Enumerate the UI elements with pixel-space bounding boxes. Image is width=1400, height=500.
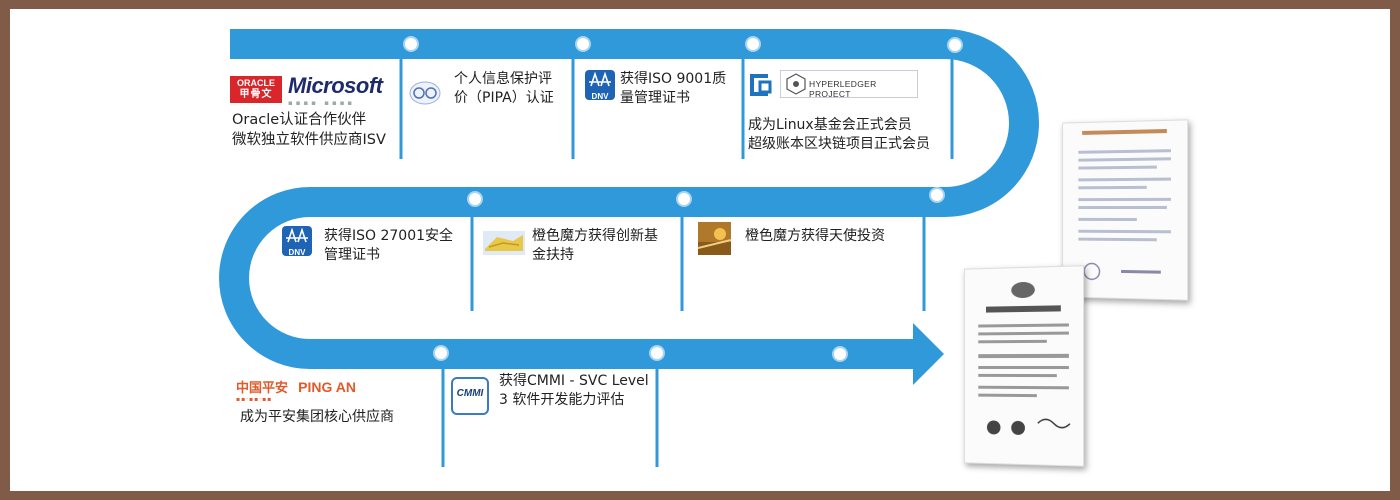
milestone-iso27001-text: 获得ISO 27001安全 管理证书 — [324, 228, 454, 263]
cmmi-logo-text: CMMI — [456, 388, 484, 399]
hyperledger-logo: HYPERLEDGER PROJECT — [780, 70, 918, 98]
microsoft-logo-sub: ▪▪▪▪ ▪▪▪▪ — [288, 99, 356, 107]
pingan-logo: 中国平安 PING AN ▪▪·▪▪·▪▪ — [236, 377, 356, 401]
milestone-linux-hyperledger-text: 成为Linux基金会正式会员 超级账本区块链项目正式会员 — [748, 117, 930, 152]
linux-foundation-logo — [746, 70, 774, 98]
oracle-logo-text: ORACLE — [237, 78, 275, 88]
milestone-pipa-text: 个人信息保护评 价（PIPA）认证 — [454, 71, 554, 106]
timeline-dot — [467, 191, 483, 207]
timeline-dot — [947, 37, 963, 53]
pingan-logo-sub: ▪▪·▪▪·▪▪ — [236, 396, 273, 401]
timeline-dot — [403, 36, 419, 52]
timeline-dot — [575, 36, 591, 52]
timeline-dot — [745, 36, 761, 52]
oracle-logo-cn: 甲骨文 — [239, 89, 273, 100]
pipa-logo — [408, 79, 442, 107]
road-path — [219, 29, 1039, 369]
timeline-dot — [929, 187, 945, 203]
milestone-pingan-text: 成为平安集团核心供应商 — [240, 409, 394, 425]
milestone-oracle-ms-text: Oracle认证合作伙伴 微软独立软件供应商ISV — [232, 112, 386, 148]
dnv-logo-2: DNV — [282, 226, 312, 256]
milestone-innovation-fund-text: 橙色魔方获得创新基 金扶持 — [532, 228, 658, 263]
dnv-logo-text: DNV — [591, 92, 609, 100]
microsoft-logo: Microsoft ▪▪▪▪ ▪▪▪▪ — [288, 73, 394, 109]
timeline-dot — [433, 345, 449, 361]
timeline-frame: ORACLE 甲骨文 Microsoft ▪▪▪▪ ▪▪▪▪ Oracle认证合… — [10, 9, 1390, 491]
microsoft-logo-text: Microsoft — [288, 73, 383, 98]
milestone-cmmi-text: 获得CMMI - SVC Level 3 软件开发能力评估 — [499, 373, 649, 408]
innovation-image — [483, 231, 525, 255]
dnv-logo-2-text: DNV — [288, 248, 306, 256]
pingan-logo-cn: 中国平安 — [236, 380, 289, 395]
angel-image — [698, 222, 731, 255]
oracle-logo: ORACLE 甲骨文 — [230, 76, 282, 103]
timeline-road — [219, 29, 1039, 467]
cmmi-logo: CMMI — [451, 377, 489, 415]
milestone-angel-text: 橙色魔方获得天使投资 — [745, 228, 885, 244]
milestone-iso9001-text: 获得ISO 9001质 量管理证书 — [620, 71, 727, 106]
pingan-logo-en: PING AN — [298, 379, 356, 395]
dnv-logo: DNV — [585, 70, 615, 100]
certificate-image — [1062, 119, 1189, 301]
timeline-dot — [649, 345, 665, 361]
timeline-dot — [832, 346, 848, 362]
certificate-image-2 — [963, 265, 1085, 467]
hyperledger-logo-text: HYPERLEDGER PROJECT — [809, 79, 877, 98]
road-arrow-head — [913, 323, 944, 385]
timeline-dot — [676, 191, 692, 207]
